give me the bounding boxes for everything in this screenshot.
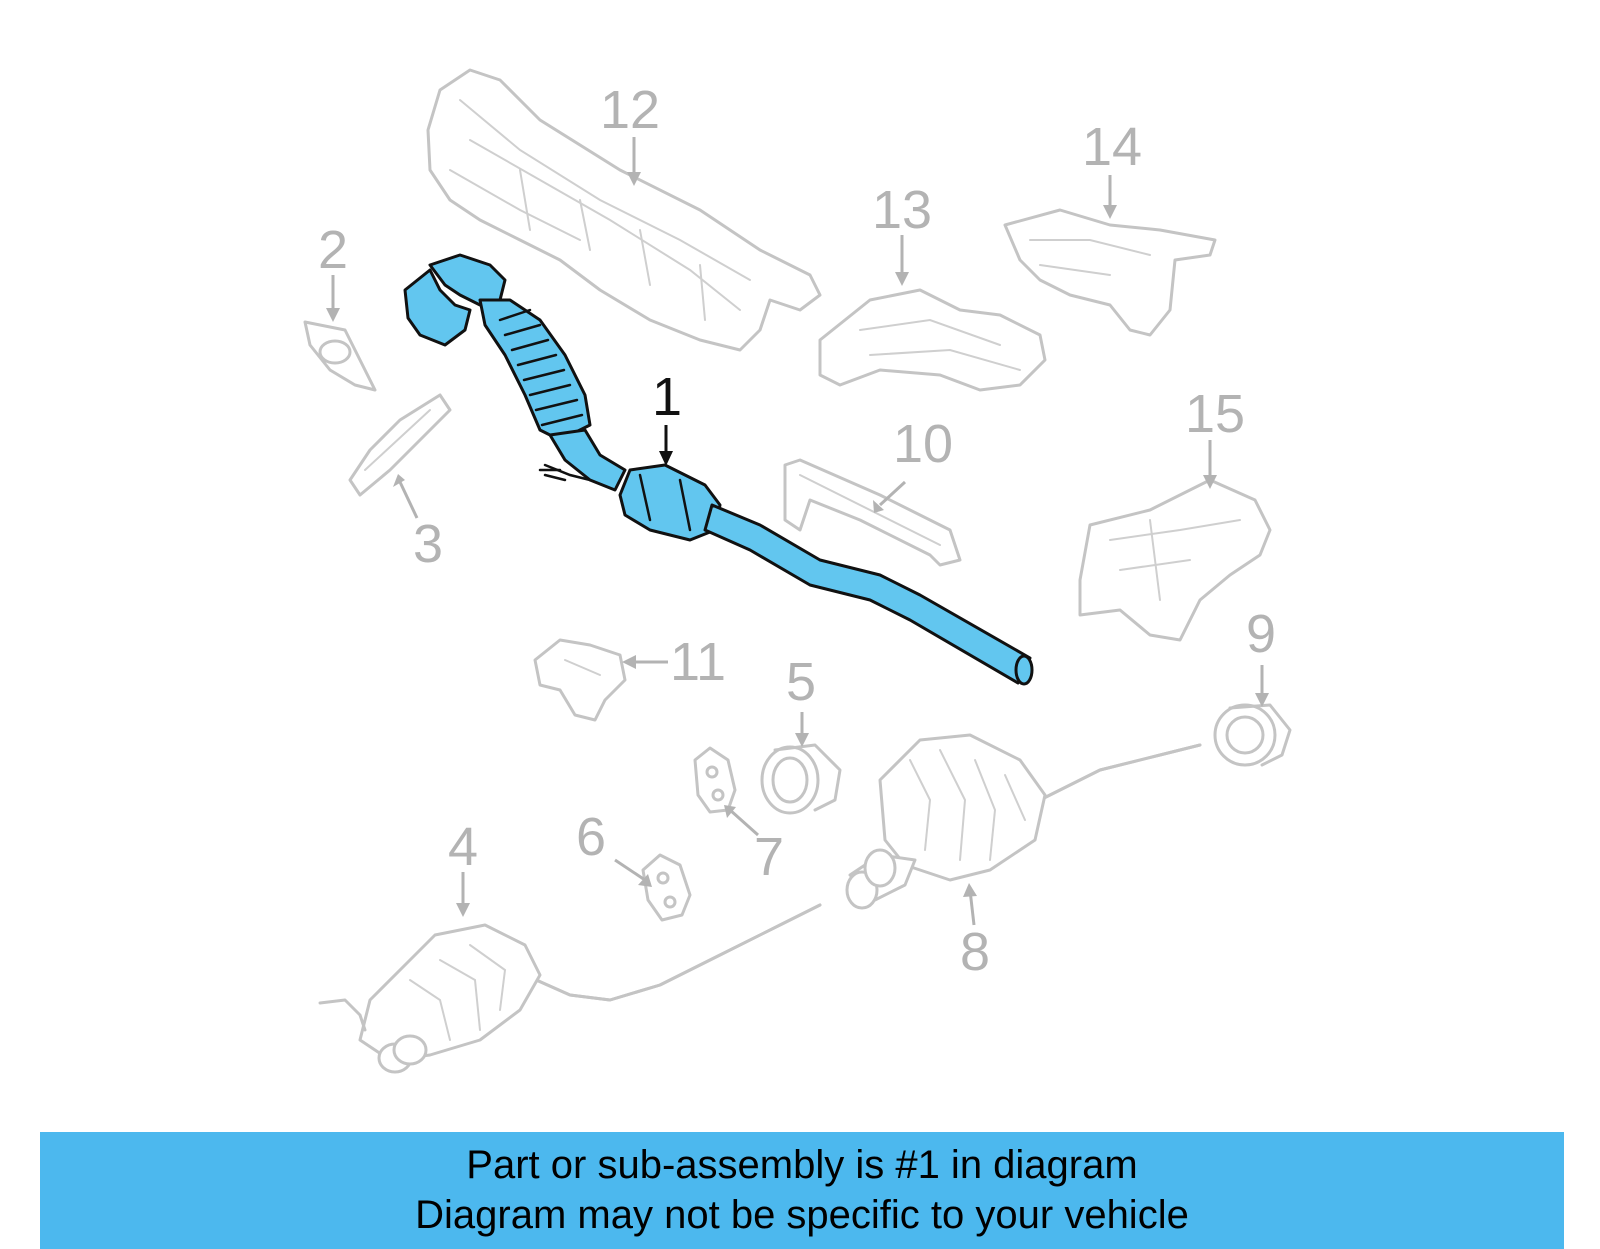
callout-2: 2 — [318, 220, 348, 280]
arrow-5 — [795, 733, 809, 747]
arrow-10 — [873, 500, 884, 513]
arrow-2 — [326, 308, 340, 322]
part-11-bracket — [533, 638, 627, 722]
callout-5: 5 — [786, 652, 816, 712]
arrow-15 — [1203, 475, 1217, 489]
callout-14: 14 — [1082, 117, 1142, 177]
arrow-3 — [393, 474, 405, 487]
arrow-13 — [895, 272, 909, 286]
callout-12: 12 — [600, 80, 660, 140]
part-9-clamp — [1213, 703, 1292, 767]
callout-4: 4 — [448, 817, 478, 877]
arrow-1 — [659, 451, 673, 466]
part-4-center-muffler — [318, 903, 822, 1074]
part-2-gasket — [303, 320, 377, 392]
part-13-heat-shield — [818, 288, 1047, 392]
part-8-rear-muffler — [845, 733, 1202, 910]
part-10-bracket — [783, 458, 962, 567]
part-5-clamp — [760, 743, 842, 815]
part-6-hanger — [641, 853, 692, 922]
part-12-heat-shield — [426, 68, 822, 352]
arrow-14 — [1103, 205, 1117, 219]
banner-line-part-info: Part or sub-assembly is #1 in diagram — [466, 1143, 1138, 1187]
part-1-front-pipe-catalytic-converter — [403, 253, 1034, 686]
info-banner: Part or sub-assembly is #1 in diagram Di… — [40, 1132, 1564, 1249]
part-3-bracket — [348, 393, 452, 497]
leader-3 — [398, 481, 419, 519]
leader-10 — [878, 480, 907, 507]
callout-8: 8 — [960, 922, 990, 982]
callout-9: 9 — [1246, 604, 1276, 664]
arrow-12 — [627, 172, 641, 186]
callout-6: 6 — [576, 807, 606, 867]
part-14-heat-shield — [1003, 208, 1217, 337]
arrow-7 — [724, 805, 736, 818]
callout-13: 13 — [872, 180, 932, 240]
callout-1: 1 — [652, 367, 682, 427]
part-15-heat-shield — [1078, 478, 1272, 642]
leader-7 — [729, 808, 759, 837]
callout-7: 7 — [754, 827, 784, 887]
callout-10: 10 — [893, 414, 953, 474]
callout-3: 3 — [413, 514, 443, 574]
arrow-11 — [622, 655, 636, 669]
part-7-hanger — [693, 746, 737, 814]
leader-6 — [614, 858, 646, 882]
arrow-9 — [1255, 693, 1269, 707]
callout-11: 11 — [670, 632, 726, 692]
callout-15: 15 — [1185, 384, 1245, 444]
banner-line-disclaimer: Diagram may not be specific to your vehi… — [415, 1193, 1189, 1237]
arrow-8 — [963, 883, 977, 897]
arrow-6 — [638, 874, 652, 887]
arrow-4 — [456, 903, 470, 917]
